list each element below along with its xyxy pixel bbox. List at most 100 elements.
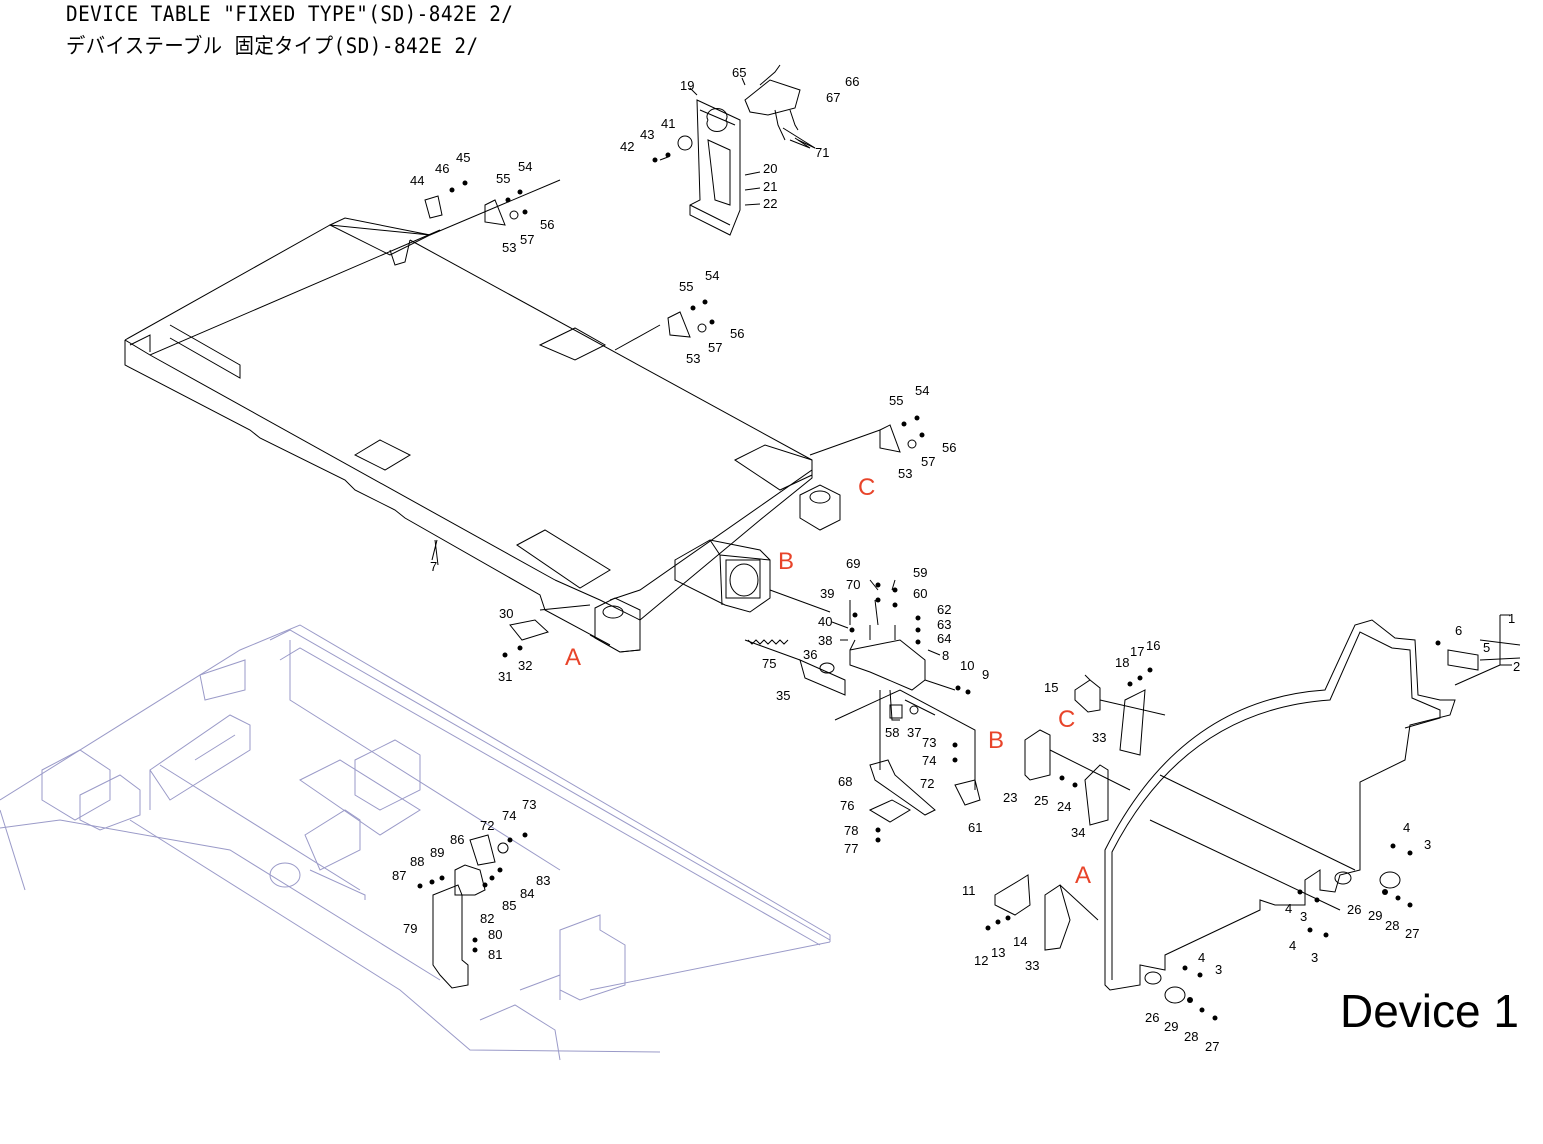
title-japanese: デバイステーブル 固定タイプ(SD)-842E 2/ [66, 34, 479, 58]
ghost-machine-outline [0, 624, 831, 1061]
part-label: 34 [1071, 825, 1085, 840]
part-label: 79 [403, 921, 417, 936]
part-label: 27 [1405, 926, 1419, 941]
part-label: 63 [937, 617, 951, 632]
part-label: 30 [499, 606, 513, 621]
spring-75 [747, 639, 789, 645]
part-label: 53 [502, 240, 516, 255]
part-label: 8 [942, 648, 949, 663]
part-label: 56 [730, 326, 744, 341]
part-label: 88 [410, 854, 424, 869]
part-label: 81 [488, 947, 502, 962]
part-label: 4 [1403, 820, 1410, 835]
part-label: 3 [1300, 909, 1307, 924]
section-labels: A B C A B C [565, 474, 1091, 889]
part-label: 12 [974, 953, 988, 968]
part-label: 24 [1057, 799, 1071, 814]
part-label: 14 [1013, 934, 1027, 949]
part-label: 5 [1483, 640, 1490, 655]
part-label: 37 [907, 725, 921, 740]
section-label: C [858, 474, 875, 501]
part-label: 3 [1215, 962, 1222, 977]
section-label: C [1058, 706, 1075, 733]
part-label: 6 [1455, 623, 1462, 638]
bracket-79-assembly [432, 834, 509, 989]
part-label: 18 [1115, 655, 1129, 670]
device-table-frame [124, 179, 881, 653]
part-label: 68 [838, 774, 852, 789]
part-label: 38 [818, 633, 832, 648]
part-label: 85 [502, 898, 516, 913]
part-label: 78 [844, 823, 858, 838]
part-label: 23 [1003, 790, 1017, 805]
part-label: 15 [1044, 680, 1058, 695]
part-label: 3 [1424, 837, 1431, 852]
part-label: 7 [430, 559, 437, 574]
part-label: 86 [450, 832, 464, 847]
part-label: 58 [885, 725, 899, 740]
part-label: 89 [430, 845, 444, 860]
part-label: 3 [1311, 950, 1318, 965]
part-label: 4 [1198, 950, 1205, 965]
center-mechanism [744, 599, 981, 823]
part-label: 57 [708, 340, 722, 355]
part-label: 36 [803, 647, 817, 662]
part-label: 54 [915, 383, 929, 398]
part-label: 54 [705, 268, 719, 283]
part-label: 73 [522, 797, 536, 812]
part-label: 55 [496, 171, 510, 186]
part-label: 77 [844, 841, 858, 856]
part-label: 28 [1184, 1029, 1198, 1044]
part-label: 31 [498, 669, 512, 684]
section-label: B [988, 727, 1004, 754]
part-label: 39 [820, 586, 834, 601]
part-label: 44 [410, 173, 424, 188]
part-label: 76 [840, 798, 854, 813]
part-label: 74 [922, 753, 936, 768]
part-label: 4 [1285, 901, 1292, 916]
leader-lines [434, 77, 1512, 666]
part-label: 41 [661, 116, 675, 131]
part-label: 22 [763, 196, 777, 211]
part-label: 74 [502, 808, 516, 823]
part-label: 59 [913, 565, 927, 580]
part-label: 53 [686, 351, 700, 366]
part-label: 73 [922, 735, 936, 750]
part-label: 42 [620, 139, 634, 154]
part-label: 46 [435, 161, 449, 176]
part-label: 72 [480, 818, 494, 833]
part-label: 45 [456, 150, 470, 165]
part-label: 65 [732, 65, 746, 80]
part-label: 56 [942, 440, 956, 455]
part-label: 55 [679, 279, 693, 294]
part-label: 2 [1513, 659, 1520, 674]
part-label: 87 [392, 868, 406, 883]
part-label: 17 [1130, 644, 1144, 659]
part-label: 16 [1146, 638, 1160, 653]
part-label: 26 [1145, 1010, 1159, 1025]
section-label: B [778, 548, 794, 575]
part-label: 27 [1205, 1039, 1219, 1054]
fasteners [417, 152, 1441, 1021]
part-label: 67 [826, 90, 840, 105]
part-label: 60 [913, 586, 927, 601]
part-label: 64 [937, 631, 951, 646]
part-label: 70 [846, 577, 860, 592]
part-label: 43 [640, 127, 654, 142]
section-label: A [565, 644, 581, 671]
part-label: 25 [1034, 793, 1048, 808]
section-label: A [1075, 862, 1091, 889]
part-label: 33 [1025, 958, 1039, 973]
part-label: 69 [846, 556, 860, 571]
housing-block-b [674, 539, 831, 613]
part-label: 1 [1508, 611, 1515, 626]
part-label: 13 [991, 945, 1005, 960]
part-label: 33 [1092, 730, 1106, 745]
part-label: 32 [518, 658, 532, 673]
part-label: 57 [520, 232, 534, 247]
part-label: 80 [488, 927, 502, 942]
part-number-labels: 65 66 67 19 71 41 43 42 20 21 22 45 46 4… [392, 65, 1520, 1054]
side-brackets [994, 674, 1166, 951]
part-label: 35 [776, 688, 790, 703]
